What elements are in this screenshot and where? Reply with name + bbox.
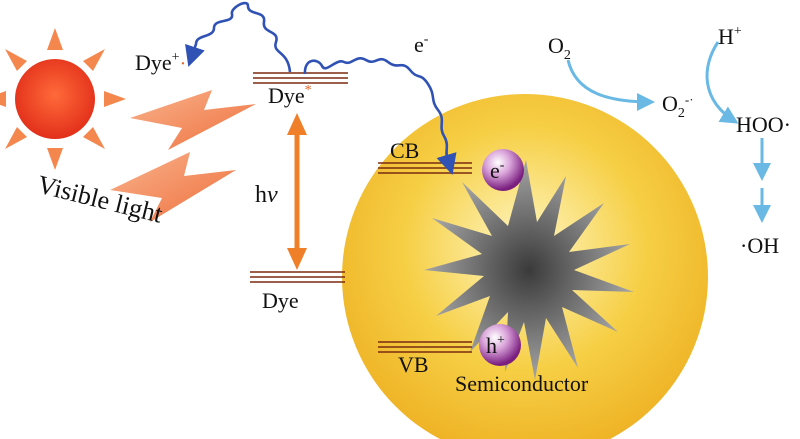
svg-text:h+: h+ [486,333,505,358]
sun-icon [0,28,126,170]
o2-label: O2 [548,33,571,63]
dye-excited-label: Dye* [268,83,312,108]
star-core [424,160,634,380]
electron-label: e- [414,32,429,57]
hv-label: hv [255,182,278,208]
svg-text:e-: e- [490,158,505,183]
hoo-radical-label: HOO· [736,112,791,137]
proton-arrow [705,41,739,124]
vb-label: VB [398,352,429,377]
dye-plus-transfer-arrow [185,1,292,73]
o2-reduction-arrow [566,59,655,111]
dye-plus-label: Dye+· [135,50,186,75]
superoxide-label: O2-· [662,91,694,121]
light-bolt-icon [110,90,256,222]
h-plus-label: H+ [718,24,742,49]
electron-transfer-arrow [303,57,457,175]
excitation-arrow [287,113,307,270]
semiconductor-label: Semiconductor [455,371,589,396]
hole-particle: h+ [479,324,521,366]
electron-particle: e- [482,149,524,191]
oh-radical-label: ·OH [740,233,779,258]
cb-label: CB [390,138,419,163]
dye-ground-label: Dye [262,288,299,313]
